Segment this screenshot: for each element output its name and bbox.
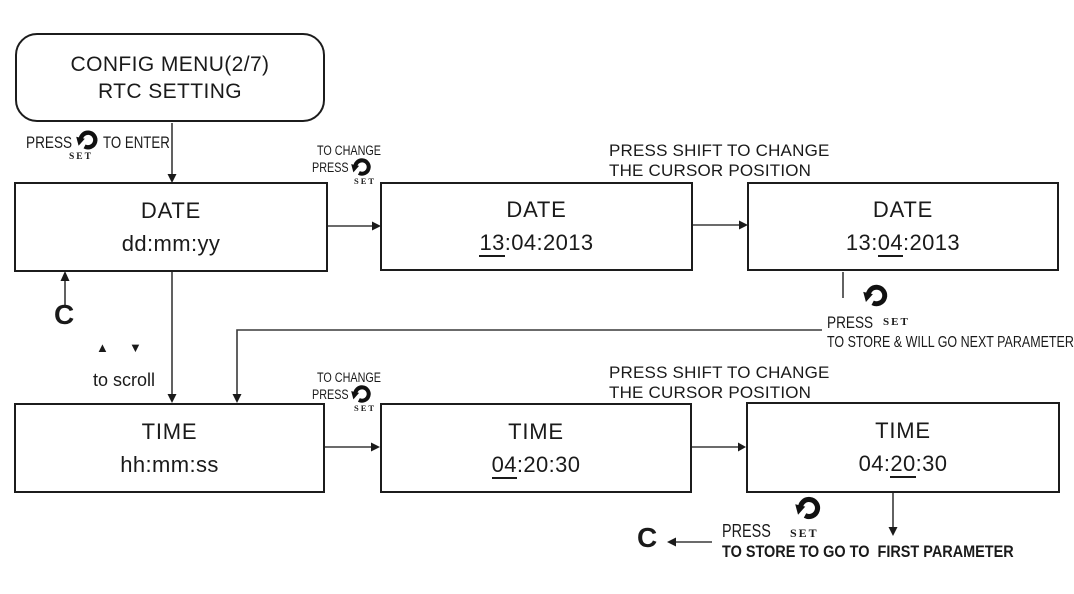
cursor-underline: 20 [890,451,916,478]
store-next-label: TO STORE & WILL GO NEXT PARAMETER [827,334,1074,351]
to-change-press-set-label-date: TO CHANGE PRESS SET [312,143,392,187]
config-menu-line1: CONFIG MENU(2/7) [70,52,270,76]
press-set-store-next-label: PRESS SET TO STORE & WILL GO NEXT PARAME… [827,282,1074,354]
set-label: SET [883,316,910,328]
set-rotate-icon [351,385,371,403]
date-edit-month-value: 13:04:2013 [845,230,961,257]
press-shift-label-date: PRESS SHIFT TO CHANGE THE CURSOR POSITIO… [609,141,830,180]
press-shift-label-time: PRESS SHIFT TO CHANGE THE CURSOR POSITIO… [609,363,830,402]
press-shift-line1: PRESS SHIFT TO CHANGE [609,141,830,160]
c-button-label: C [637,522,658,553]
cursor-underline: 04 [491,451,517,479]
to-enter-label: TO ENTER [103,133,170,152]
time-edit-minute-value: 04:20:30 [858,451,948,478]
press-set-store-first-label: C PRESS SET TO STORE TO GO TO FIRST PARA… [637,494,1057,574]
to-change-press-set-label-time: TO CHANGE PRESS SET [312,370,392,414]
store-first-label: TO STORE TO GO TO FIRST PARAMETER [722,542,1014,561]
time-title: TIME [141,418,198,444]
node-time-edit-minute: TIME 04:20:30 [746,402,1060,493]
node-date-edit-month: DATE 13:04:2013 [747,182,1059,271]
date-edit-day-value: 13:04:2013 [479,230,594,257]
set-label: SET [354,403,377,413]
press-set-to-enter-label: PRESS TO ENTER SET [26,128,176,164]
press-shift-line2: THE CURSOR POSITION [609,160,812,180]
press-label: PRESS [312,160,349,175]
set-rotate-icon [76,130,98,150]
config-menu-line2: RTC SETTING [97,79,243,103]
set-label: SET [790,526,819,540]
node-config-menu: CONFIG MENU(2/7) RTC SETTING [15,33,325,122]
set-rotate-icon [351,158,371,176]
press-label: PRESS [26,133,73,152]
time-title: TIME [508,418,564,444]
node-time-edit-hour: TIME 04:20:30 [380,403,692,493]
scroll-down-icon: ▼ [129,340,142,355]
date-title: DATE [872,197,934,222]
set-rotate-icon [795,496,821,520]
node-date-edit-day: DATE 13:04:2013 [380,182,693,271]
date-format-value: dd:mm:yy [121,230,221,256]
set-label: SET [354,176,377,186]
to-change-label: TO CHANGE [317,143,382,158]
cursor-underline: 04 [877,230,903,257]
press-label: PRESS [722,521,771,541]
date-title: DATE [506,197,567,222]
press-label: PRESS [312,387,349,402]
press-label: PRESS [827,313,874,332]
scroll-up-icon: ▲ [96,340,109,355]
time-title: TIME [875,418,931,443]
set-rotate-icon [863,284,888,307]
node-date-format: DATE dd:mm:yy [14,182,328,272]
press-shift-line1: PRESS SHIFT TO CHANGE [609,363,830,382]
time-edit-hour-value: 04:20:30 [491,451,581,479]
to-change-label: TO CHANGE [317,370,382,385]
cursor-underline: 13 [479,230,505,257]
time-format-value: hh:mm:ss [120,451,219,477]
node-time-format: TIME hh:mm:ss [14,403,325,493]
date-title: DATE [140,197,202,223]
press-shift-line2: THE CURSOR POSITION [609,382,812,402]
c-button-label: C [54,299,75,330]
to-scroll-label: to scroll [93,370,156,390]
set-label: SET [69,152,93,162]
